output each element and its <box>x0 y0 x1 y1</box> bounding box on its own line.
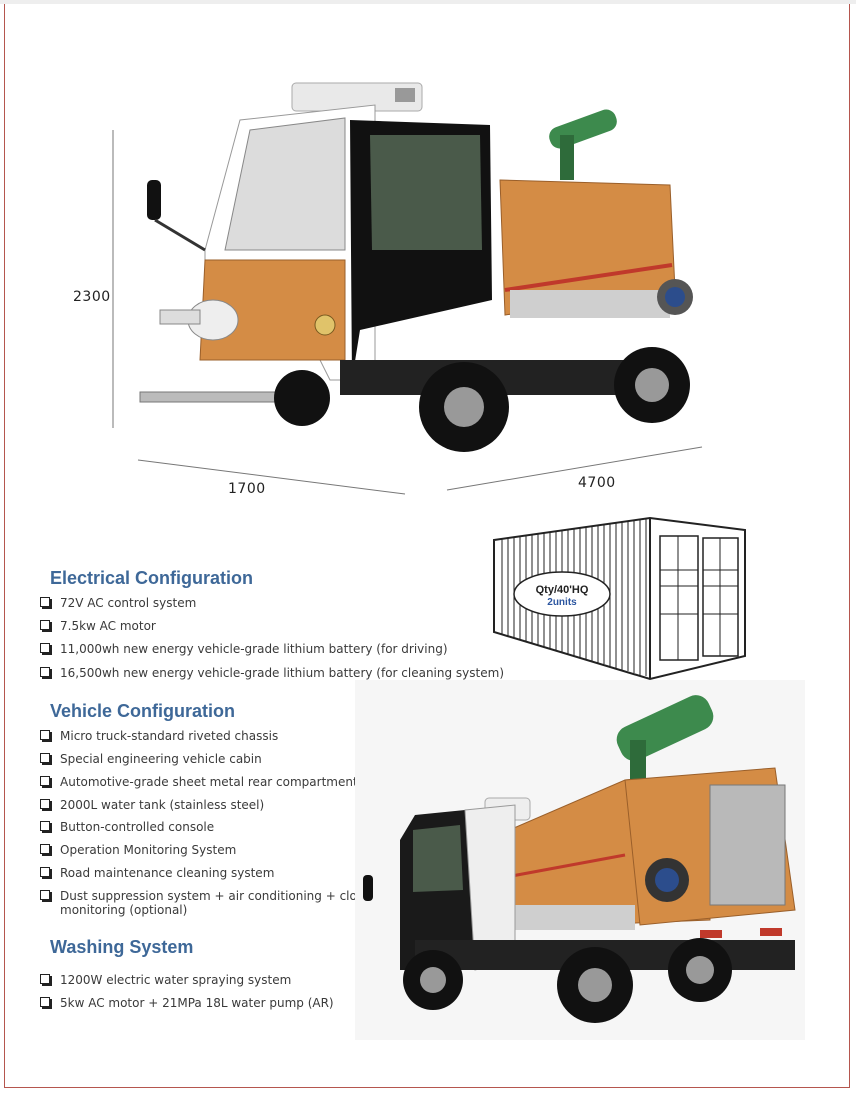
vehicle-config-title: Vehicle Configuration <box>50 701 236 721</box>
list-item: Button-controlled console <box>40 820 372 843</box>
washing-system-list: 1200W electric water spraying system 5kw… <box>40 973 334 1019</box>
checkbox-icon <box>40 867 52 879</box>
checkbox-icon <box>40 844 52 856</box>
length-dimension-label: 4700 <box>578 475 616 491</box>
electrical-config-list: 72V AC control system 7.5kw AC motor 11,… <box>40 596 504 689</box>
page-border-right <box>849 4 850 1088</box>
checkbox-icon <box>40 620 52 632</box>
list-item: Automotive-grade sheet metal rear compar… <box>40 775 372 798</box>
checkbox-icon <box>40 776 52 788</box>
qty-value: 2units <box>547 597 577 608</box>
checkbox-icon <box>40 974 52 986</box>
list-item: 16,500wh new energy vehicle-grade lithiu… <box>40 666 504 689</box>
truck-front-view-image <box>112 82 703 495</box>
list-item: 1200W electric water spraying system <box>40 973 334 996</box>
top-bar <box>0 0 856 4</box>
washing-system-title: Washing System <box>50 937 194 957</box>
list-item: 72V AC control system <box>40 596 504 619</box>
page-border-bottom <box>4 1087 850 1088</box>
electrical-config-title: Electrical Configuration <box>50 568 254 588</box>
checkbox-icon <box>40 997 52 1009</box>
list-item: 2000L water tank (stainless steel) <box>40 798 372 820</box>
checkbox-icon <box>40 821 52 833</box>
checkbox-icon <box>40 667 52 679</box>
list-item: 5kw AC motor + 21MPa 18L water pump (AR) <box>40 996 334 1019</box>
list-item: Dust suppression system + air conditioni… <box>40 889 372 903</box>
shipping-container-image <box>493 516 746 681</box>
list-item: Operation Monitoring System <box>40 843 372 866</box>
list-item-continuation: monitoring (optional) <box>60 903 188 917</box>
qty-label: Qty/40'HQ <box>535 584 589 596</box>
list-item: 7.5kw AC motor <box>40 619 504 642</box>
list-item: 11,000wh new energy vehicle-grade lithiu… <box>40 642 504 666</box>
truck-rear-view-image <box>355 680 805 1040</box>
list-item: Special engineering vehicle cabin <box>40 752 372 775</box>
list-item: Micro truck-standard riveted chassis <box>40 729 372 752</box>
checkbox-icon <box>40 730 52 742</box>
page-border-left <box>4 4 5 1088</box>
checkbox-icon <box>40 799 52 811</box>
list-item: Road maintenance cleaning system <box>40 866 372 889</box>
checkbox-icon <box>40 890 52 902</box>
checkbox-icon <box>40 753 52 765</box>
width-dimension-label: 1700 <box>228 481 266 497</box>
height-dimension-label: 2300 <box>73 289 111 305</box>
vehicle-config-list: Micro truck-standard riveted chassis Spe… <box>40 729 372 917</box>
checkbox-icon <box>40 597 52 609</box>
checkbox-icon <box>40 643 52 655</box>
